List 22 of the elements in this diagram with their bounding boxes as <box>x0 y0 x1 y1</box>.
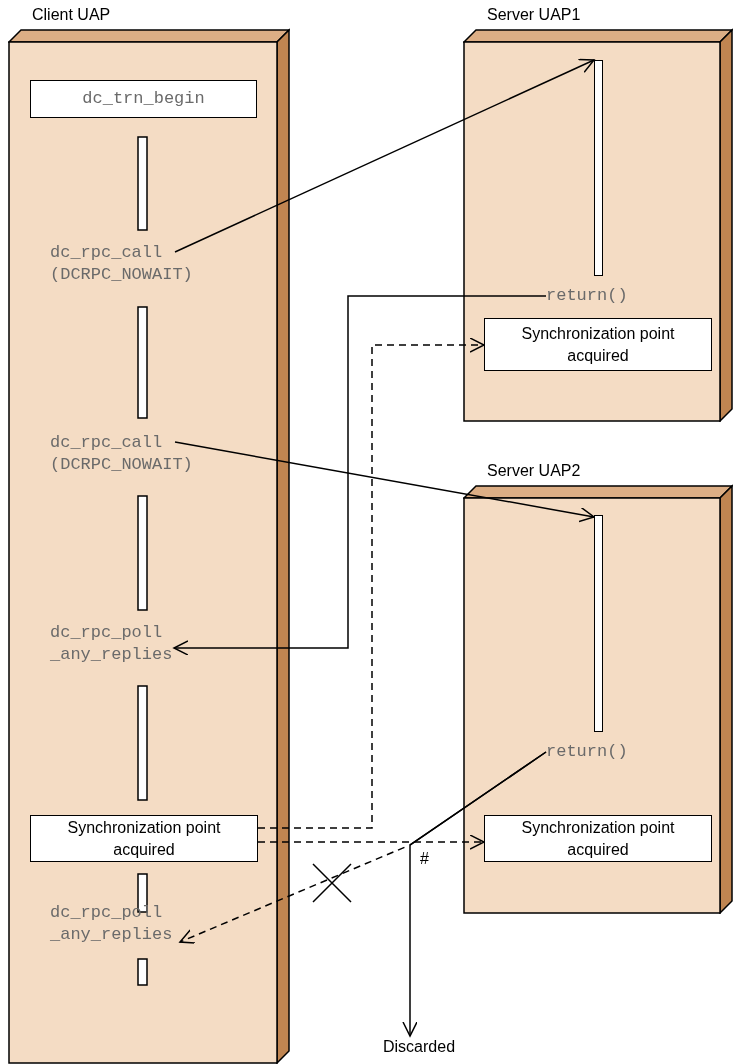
function-call-text: dc_rpc_poll _any_replies <box>50 622 240 670</box>
arrow <box>174 58 595 253</box>
return-text: return() <box>546 741 650 763</box>
function-box: dc_trn_begin <box>30 80 257 118</box>
arrow <box>402 751 547 1037</box>
box-heading: Client UAP <box>32 6 111 24</box>
status-box: Synchronization point acquired <box>484 815 712 862</box>
result-text: Discarded <box>383 1036 453 1058</box>
box-heading: Server UAP1 <box>487 6 581 24</box>
arrow <box>174 441 595 523</box>
function-call-text: dc_rpc_poll _any_replies <box>50 902 240 950</box>
function-call-text: dc_rpc_call (DCRPC_NOWAIT) <box>50 242 240 290</box>
arrow <box>257 834 485 850</box>
status-box: Synchronization point acquired <box>484 318 712 371</box>
activation-bar <box>594 515 603 732</box>
arrow <box>173 295 547 656</box>
box-heading: Server UAP2 <box>487 462 581 480</box>
arrow <box>257 337 485 829</box>
activation-bar <box>594 60 603 276</box>
function-call-text: dc_rpc_call (DCRPC_NOWAIT) <box>50 432 240 480</box>
status-box: Synchronization point acquired <box>30 815 258 862</box>
return-text: return() <box>546 285 650 307</box>
